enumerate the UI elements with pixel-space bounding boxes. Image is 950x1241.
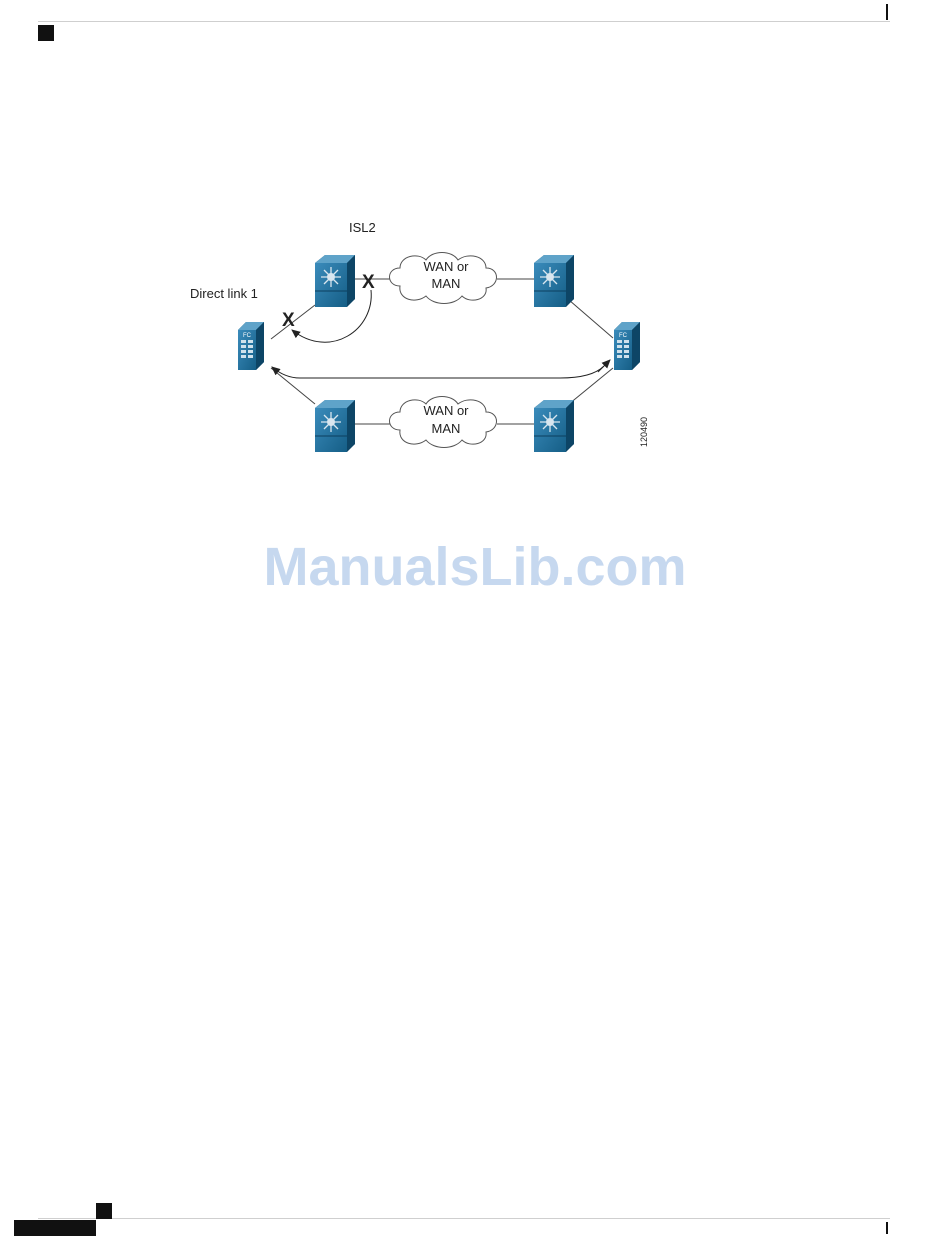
cloud-bottom-line1: WAN or bbox=[423, 403, 469, 418]
isl-label: ISL2 bbox=[349, 220, 376, 235]
director-switch-icon bbox=[534, 400, 574, 452]
direct-link-label: Direct link 1 bbox=[190, 286, 258, 301]
failure-mark-isl: X bbox=[362, 272, 375, 293]
cloud-top-line2: MAN bbox=[432, 276, 461, 291]
fabric-switch-icon bbox=[238, 322, 264, 370]
director-switch-icon bbox=[534, 255, 574, 307]
director-switch-icon bbox=[315, 400, 355, 452]
figure-number: 120490 bbox=[639, 417, 649, 447]
failure-mark-direct-link: X bbox=[282, 310, 295, 331]
watermark: ManualsLib.com bbox=[0, 536, 950, 598]
fabric-switch-icon bbox=[614, 322, 640, 370]
cloud-top-line1: WAN or bbox=[423, 259, 469, 274]
director-switch-icon bbox=[315, 255, 355, 307]
reroute-arrow-path bbox=[272, 366, 604, 378]
switch-badge-right: FC bbox=[619, 333, 628, 339]
switch-badge-left: FC bbox=[243, 333, 252, 339]
reroute-arrow-head-right bbox=[598, 360, 610, 372]
cloud-bottom-line2: MAN bbox=[432, 421, 461, 436]
